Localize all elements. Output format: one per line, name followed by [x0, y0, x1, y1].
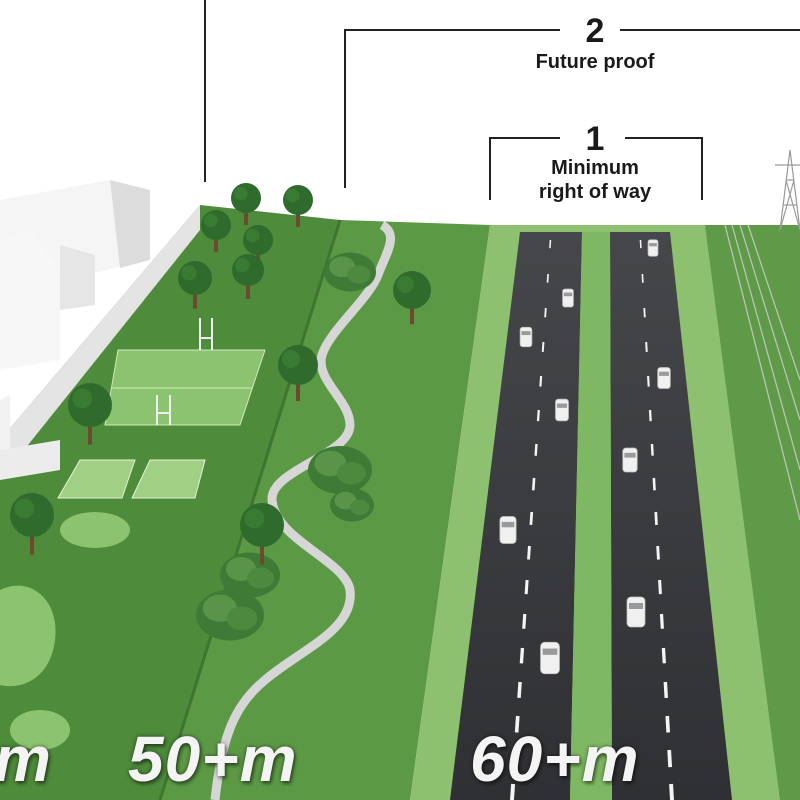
car-icon: [519, 326, 533, 348]
median-strip: [570, 232, 612, 800]
lane-dash: [643, 307, 646, 318]
car-icon: [562, 288, 574, 308]
car-icon: [540, 641, 560, 675]
lane-dash: [524, 579, 529, 595]
tree-icon: [178, 261, 212, 309]
middle-zone-distance-label: 50+m: [128, 723, 298, 795]
tier1-bracket-left: [489, 137, 560, 200]
lane-dash: [658, 579, 662, 595]
bush-icon: [324, 252, 376, 292]
lane-dash: [645, 341, 648, 352]
car-icon: [555, 398, 569, 422]
lane-dash: [539, 375, 543, 387]
cars: [499, 239, 671, 675]
lane-dash: [647, 375, 650, 387]
tennis-court-icon: [57, 459, 206, 499]
footpath: [210, 221, 396, 800]
lane-dash: [659, 613, 664, 629]
tree-icon: [240, 503, 284, 565]
road-zone-distance-label: 60+m: [470, 723, 640, 795]
lane-dash: [531, 477, 536, 491]
green-blob: [10, 710, 70, 750]
middle-zone-ground: [160, 220, 490, 800]
lane-dash: [517, 681, 522, 699]
tree-icon: [232, 254, 264, 299]
bush-icon: [196, 589, 264, 641]
tree-icon: [231, 183, 261, 225]
lane-dash: [549, 239, 552, 249]
car-icon: [622, 447, 638, 473]
bush-icon: [330, 488, 374, 522]
lane-dash: [648, 409, 652, 422]
car-icon: [647, 239, 659, 257]
tier1-number: 1: [585, 120, 605, 158]
tree-icon: [201, 210, 231, 252]
tier2-number: 2: [585, 12, 605, 50]
buildings: [0, 180, 200, 480]
lane-dash: [661, 647, 666, 664]
tier1-caption-line1: Minimum: [551, 157, 639, 179]
bushes: [196, 252, 376, 641]
bush-icon: [220, 552, 280, 598]
tree-icon: [10, 493, 54, 555]
lane-dash: [652, 477, 656, 491]
tree-icon: [278, 345, 318, 401]
lane-dash: [522, 613, 527, 629]
lane-dash: [529, 511, 534, 526]
left-zone-distance-label: m: [0, 722, 52, 796]
tier1-bracket-right: [625, 137, 703, 200]
green-blob: [60, 512, 130, 548]
lane-dash: [512, 749, 518, 768]
lane-dash: [519, 647, 525, 664]
bush-icon: [308, 446, 372, 494]
lane-dash: [654, 511, 658, 526]
tier2-caption: Future proof: [535, 51, 655, 73]
rail-corridor: [705, 225, 800, 800]
lane-dash: [546, 273, 549, 283]
lane-dash: [656, 545, 660, 560]
rail-tracks: [724, 224, 800, 521]
pylon-icon: [775, 149, 800, 231]
lane-markings: [510, 239, 674, 800]
lane-dash: [667, 749, 673, 768]
car-icon: [657, 367, 671, 389]
trees: [10, 183, 431, 565]
lane-dash: [527, 545, 531, 560]
car-icon: [499, 516, 517, 544]
tree-icon: [393, 271, 431, 325]
tier2-bracket-left: [344, 29, 560, 188]
dimension-brackets: [204, 0, 800, 200]
lane-dash: [663, 681, 668, 699]
rugby-post-icon: [156, 318, 213, 425]
lane-dash: [514, 715, 520, 733]
lane-dash: [510, 783, 516, 800]
car-icon: [626, 596, 646, 628]
lane-dash: [541, 341, 545, 353]
lane-dash: [536, 409, 540, 422]
lane-dash: [544, 307, 547, 318]
carriageway-right: [610, 232, 732, 800]
lane-dash: [665, 715, 671, 733]
green-blob: [0, 585, 56, 687]
lane-dash: [534, 443, 538, 456]
tree-icon: [283, 185, 313, 227]
tier1-caption-line2: right of way: [538, 181, 652, 203]
lane-dash: [650, 443, 654, 456]
tree-icon: [68, 383, 112, 445]
lane-dash: [669, 783, 674, 800]
